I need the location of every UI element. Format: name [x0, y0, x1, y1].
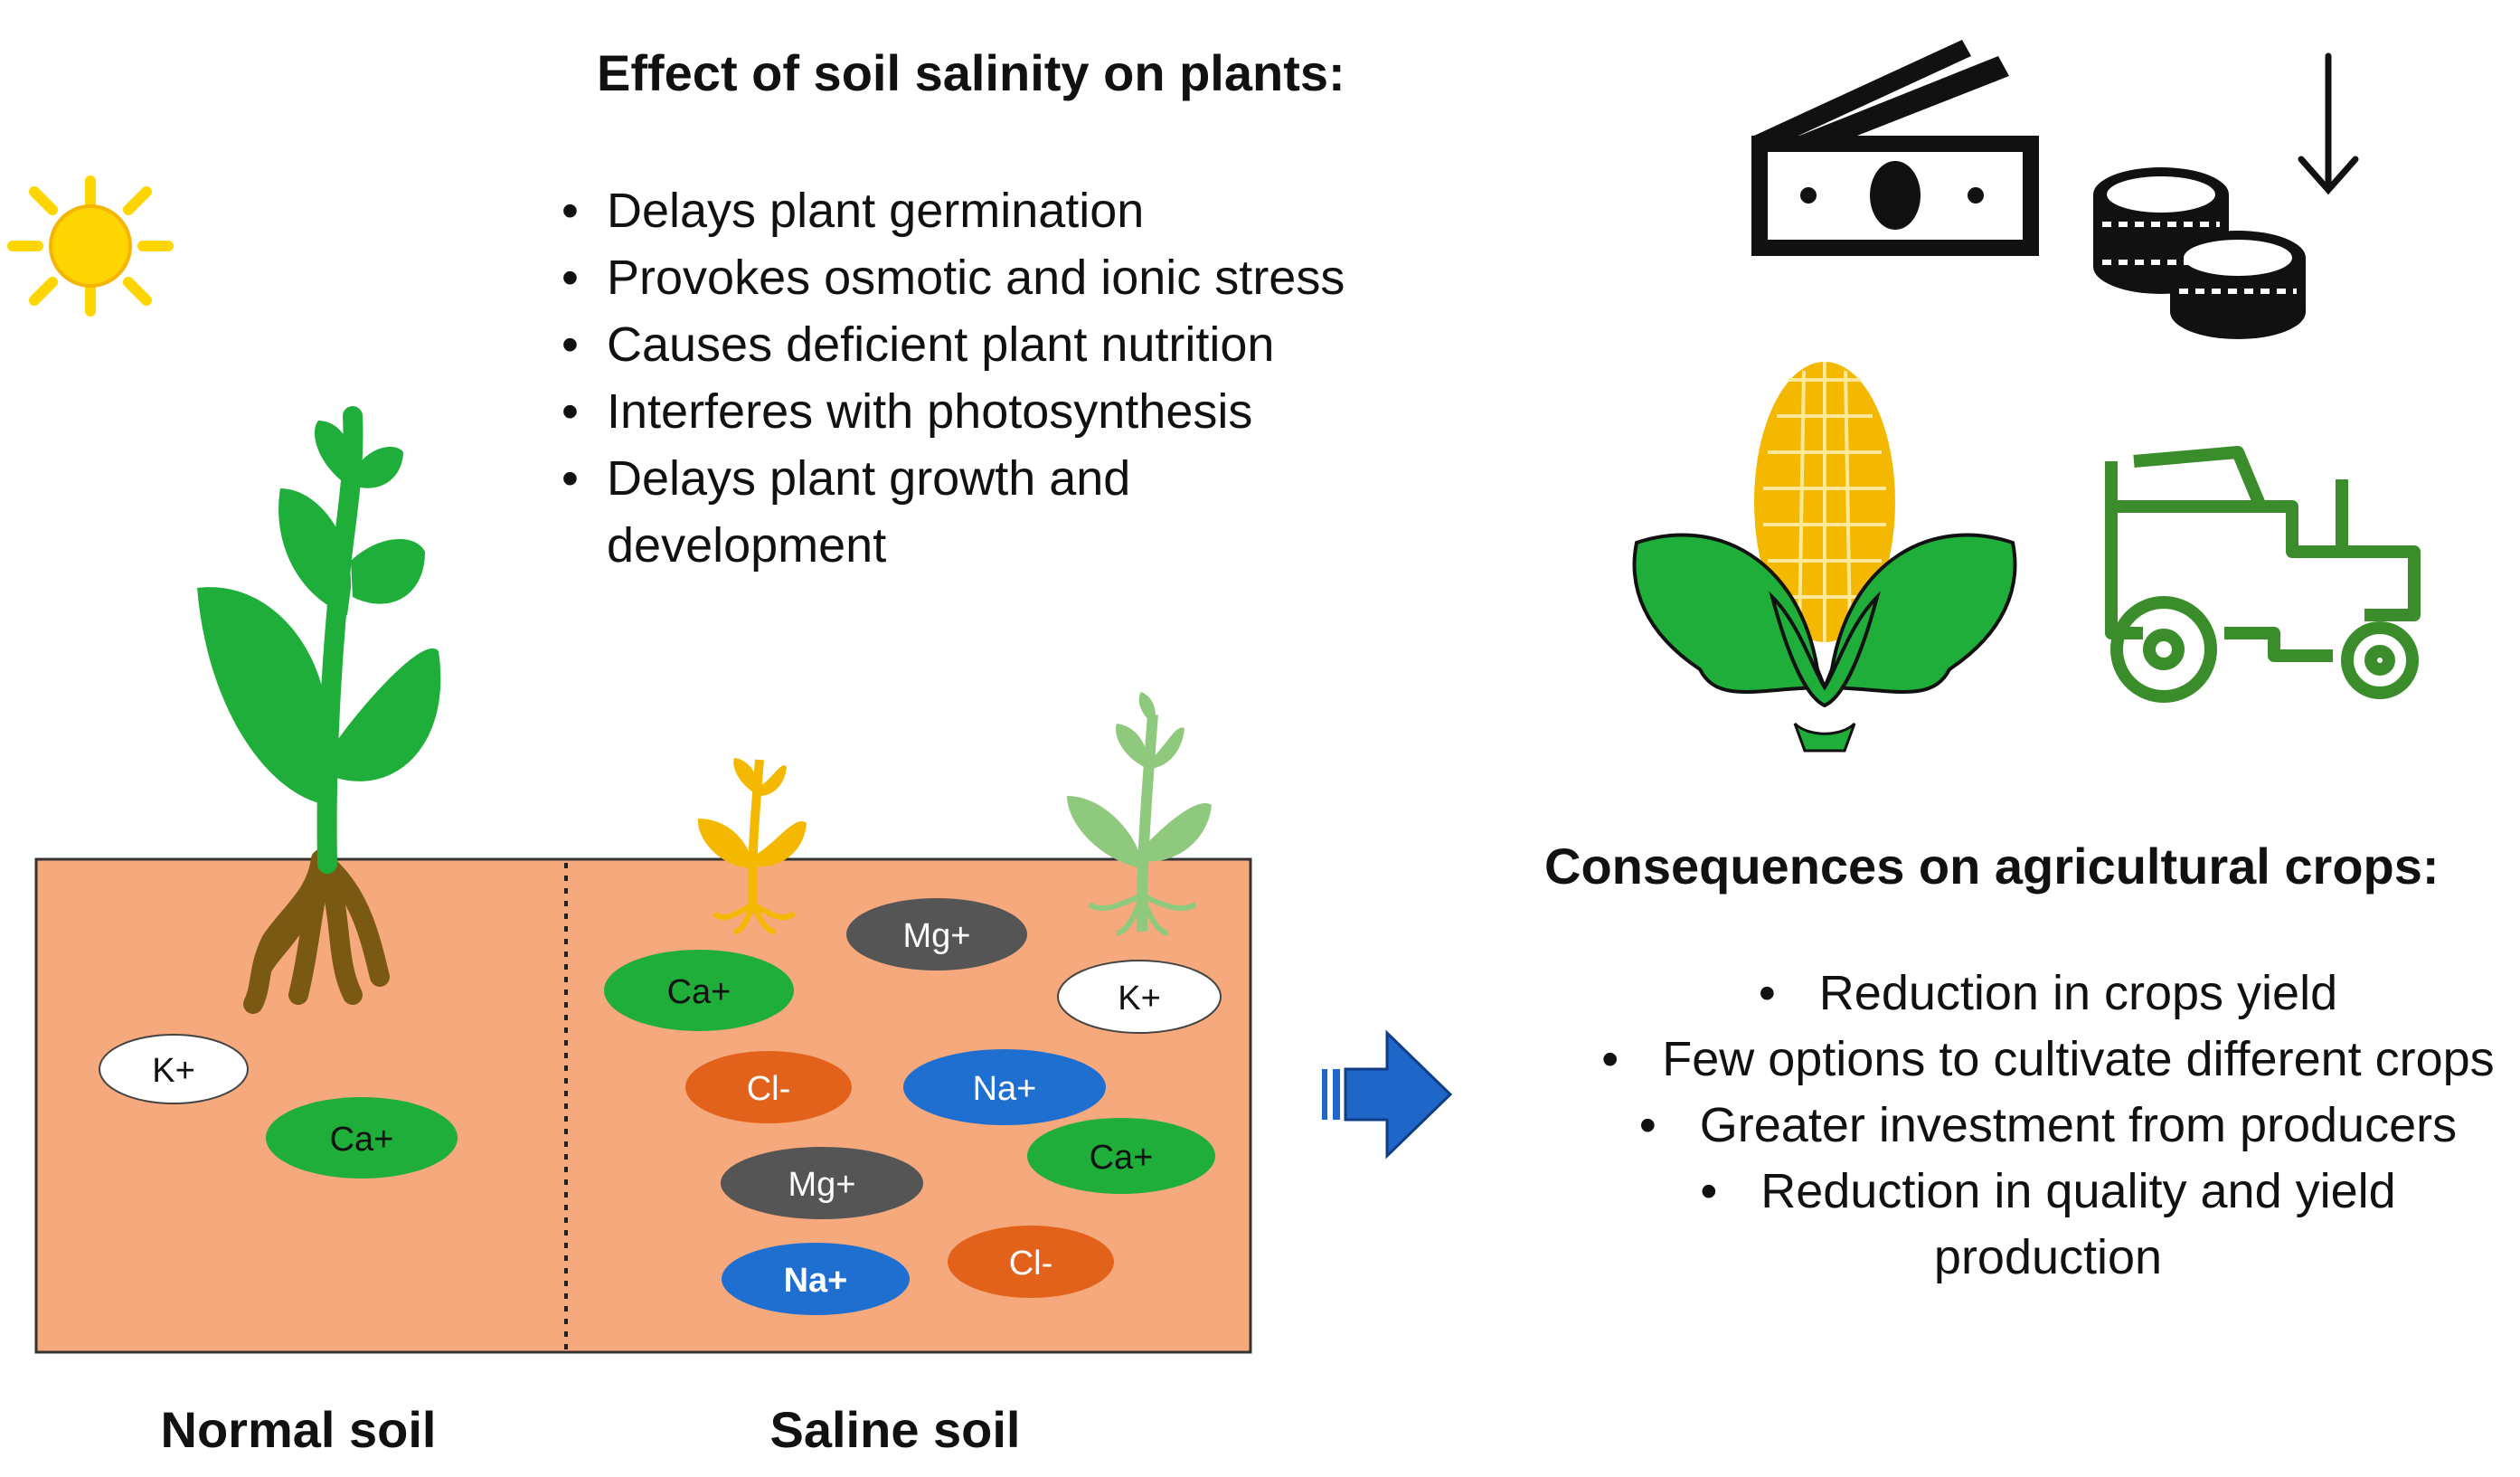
consequence-item: •Reduction in crops yield — [1758, 966, 2338, 1020]
ion-ca: Ca+ — [266, 1097, 458, 1179]
ion-label: Cl- — [1009, 1245, 1053, 1283]
effects-title: Effect of soil salinity on plants: — [597, 44, 1345, 101]
ion-label: Na+ — [784, 1262, 848, 1300]
ion-cl: Cl- — [948, 1226, 1114, 1298]
sun-icon — [7, 175, 174, 317]
ion-label: Cl- — [747, 1070, 791, 1108]
normal-soil-label: Normal soil — [160, 1401, 437, 1458]
ion-mg: Mg+ — [846, 898, 1027, 970]
ion-label: Mg+ — [903, 917, 971, 955]
effect-item: Interferes with photosynthesis — [556, 378, 1345, 445]
effect-item: Delays plant growth and development — [556, 445, 1258, 579]
consequence-item: •Greater investment from producers — [1638, 1098, 2458, 1152]
ion-ca: Ca+ — [604, 950, 794, 1031]
ion-k: K+ — [99, 1034, 249, 1104]
coins-icon — [2093, 167, 2306, 339]
effect-item: Causes deficient plant nutrition — [556, 311, 1345, 378]
ion-cl: Cl- — [685, 1051, 852, 1123]
ion-na: Na+ — [903, 1049, 1106, 1125]
stressed-plant-icon — [697, 758, 807, 934]
money-bill-icon — [1751, 40, 2039, 256]
ion-label: Na+ — [973, 1070, 1037, 1108]
ion-label: Ca+ — [330, 1121, 394, 1159]
down-arrow-icon — [2298, 52, 2359, 195]
ion-label: Ca+ — [1090, 1139, 1154, 1177]
small-plant-icon — [1067, 692, 1212, 936]
consequence-item: •Reduction in quality and yield producti… — [1700, 1164, 2396, 1284]
consequences-list: •Reduction in crops yield •Few options t… — [1492, 961, 2520, 1291]
effect-item: Delays plant germination — [556, 177, 1345, 244]
consequence-item: •Few options to cultivate different crop… — [1601, 1032, 2495, 1086]
ion-ca: Ca+ — [1027, 1118, 1215, 1194]
consequence-text: Reduction in quality and yield productio… — [1760, 1164, 2396, 1284]
corn-icon — [1632, 362, 2017, 753]
ion-mg: Mg+ — [721, 1147, 923, 1219]
ion-na: Na+ — [722, 1243, 910, 1315]
ion-label: K+ — [152, 1052, 195, 1090]
consequences-title: Consequences on agricultural crops: — [1544, 838, 2440, 895]
healthy-plant-icon — [197, 406, 441, 1014]
ion-label: K+ — [1118, 980, 1161, 1018]
tractor-icon — [2105, 446, 2421, 703]
ion-label: Mg+ — [788, 1166, 856, 1204]
ion-label: Ca+ — [667, 973, 731, 1011]
right-arrow-icon — [1322, 1029, 1453, 1160]
consequence-text: Greater investment from producers — [1699, 1098, 2458, 1152]
consequence-text: Few options to cultivate different crops — [1662, 1032, 2495, 1086]
ion-k: K+ — [1057, 960, 1222, 1034]
effect-item: Provokes osmotic and ionic stress — [556, 244, 1345, 311]
consequence-text: Reduction in crops yield — [1818, 966, 2338, 1020]
effects-list: Delays plant germination Provokes osmoti… — [556, 177, 1345, 579]
saline-soil-label: Saline soil — [769, 1401, 1021, 1458]
